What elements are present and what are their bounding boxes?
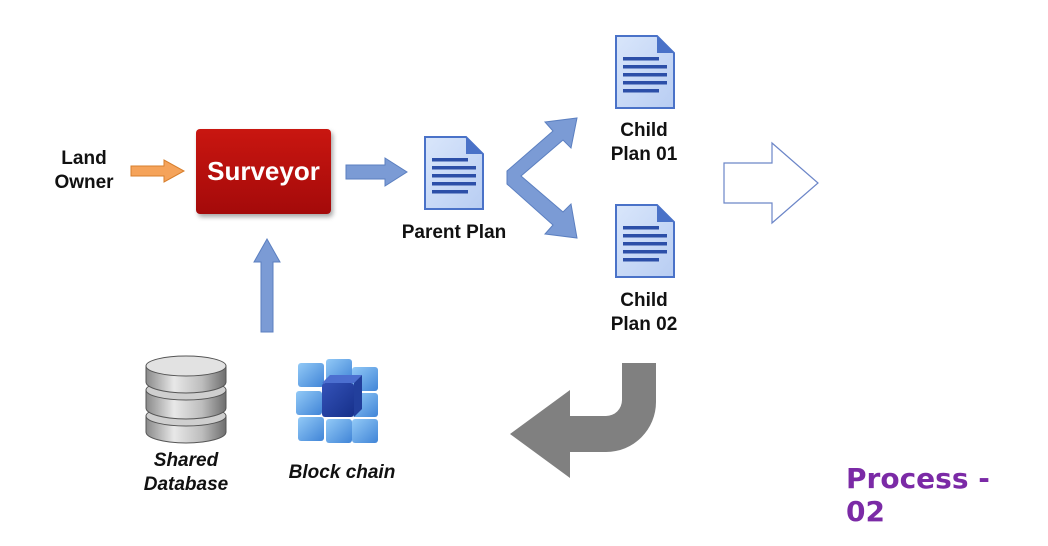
child-plan-01-label: Child Plan 01 bbox=[594, 119, 694, 167]
parent-plan-label: Parent Plan bbox=[401, 222, 507, 243]
child-plan-02-label: Child Plan 02 bbox=[594, 289, 694, 337]
surveyor-to-parent-arrow bbox=[345, 157, 408, 187]
land-owner-line-1: Land bbox=[61, 148, 107, 169]
surveyor-label: Surveyor bbox=[207, 156, 320, 186]
block-chain-icon bbox=[296, 359, 378, 443]
land-owner-line-2: Owner bbox=[54, 172, 114, 193]
data-to-surveyor-up-arrow bbox=[253, 238, 281, 333]
process-label: Process - 02 bbox=[846, 462, 990, 528]
return-arrow bbox=[510, 363, 656, 478]
shared-database-label: Shared Database bbox=[128, 449, 244, 497]
land-owner-label: Land Owner bbox=[46, 147, 122, 195]
child-plan-01-line-2: Plan 01 bbox=[610, 144, 678, 165]
branch-arrows bbox=[506, 117, 578, 239]
child-plan-01-document-icon bbox=[615, 35, 675, 109]
child-plan-02-line-1: Child bbox=[620, 290, 668, 311]
surveyor-box: Surveyor bbox=[196, 129, 331, 214]
shared-database-line-2: Database bbox=[143, 474, 229, 495]
next-step-outline-arrow bbox=[723, 141, 819, 225]
parent-plan-document-icon bbox=[424, 136, 484, 210]
shared-database-line-1: Shared bbox=[153, 450, 219, 471]
block-chain-label: Block chain bbox=[288, 462, 396, 483]
child-plan-01-line-1: Child bbox=[620, 120, 668, 141]
shared-database-icon bbox=[145, 355, 227, 444]
owner-to-surveyor-arrow bbox=[130, 159, 186, 183]
child-plan-02-document-icon bbox=[615, 204, 675, 278]
child-plan-02-line-2: Plan 02 bbox=[610, 314, 678, 335]
